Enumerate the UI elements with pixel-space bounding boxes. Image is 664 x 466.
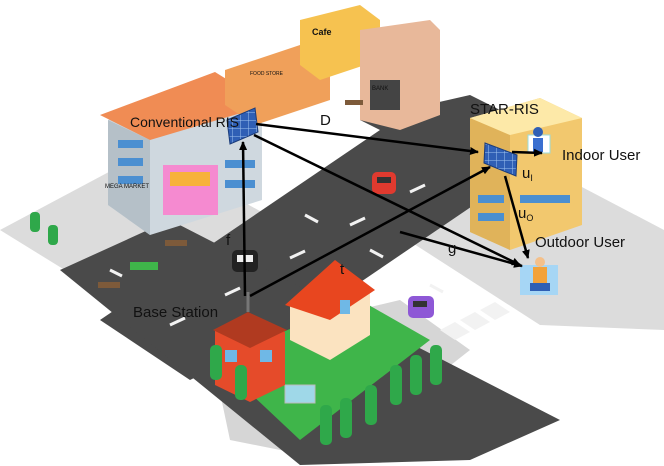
star-ris-panel	[483, 142, 518, 177]
crosswalk	[440, 302, 510, 340]
park-grass	[215, 300, 430, 440]
hedges	[130, 262, 158, 270]
bank-sign: BANK	[372, 86, 388, 92]
arrow-g	[399, 230, 523, 268]
car-red	[372, 172, 396, 194]
channel-g-label: g	[448, 240, 456, 257]
park-pond	[284, 384, 316, 404]
star-ris-building	[470, 98, 582, 250]
channel-t-label: t	[340, 261, 345, 278]
benches	[98, 100, 363, 288]
arrow-d	[255, 122, 479, 155]
indoor-user-label: Indoor User	[562, 147, 640, 164]
channel-uo-subscript: O	[526, 213, 533, 223]
base-station-label: Base Station	[133, 304, 218, 321]
signal-arrows	[239, 122, 543, 298]
conventional-ris-panel	[226, 107, 259, 145]
outdoor-user-figure	[520, 257, 558, 295]
shops-block	[225, 5, 440, 130]
car-purple	[408, 296, 434, 318]
orange-roof-house	[285, 260, 375, 360]
arrow-uo	[503, 175, 530, 259]
channel-uo-label: uO	[518, 205, 533, 223]
channel-d-label: D	[320, 112, 331, 129]
trees	[30, 212, 442, 445]
arrow-ui	[511, 148, 543, 157]
channel-f-label: f	[226, 232, 231, 249]
base-station-house	[213, 292, 287, 402]
food-store-sign: FOOD STORE	[250, 71, 284, 77]
arrow-conv-to-outdoor	[253, 133, 521, 267]
lane-markings	[109, 183, 444, 327]
star-ris-label: STAR-RIS	[470, 101, 539, 118]
cafe-sign: Cafe	[312, 27, 332, 37]
channel-ui-subscript: I	[530, 173, 533, 183]
indoor-user-figure	[527, 127, 551, 154]
arrow-f	[239, 141, 248, 297]
channel-ui-label: uI	[522, 165, 533, 183]
conventional-ris-label: Conventional RIS	[130, 114, 239, 130]
outdoor-user-label: Outdoor User	[535, 234, 625, 251]
mega-market-sign: MEGA MARKET	[105, 184, 149, 190]
arrow-t	[249, 165, 491, 298]
